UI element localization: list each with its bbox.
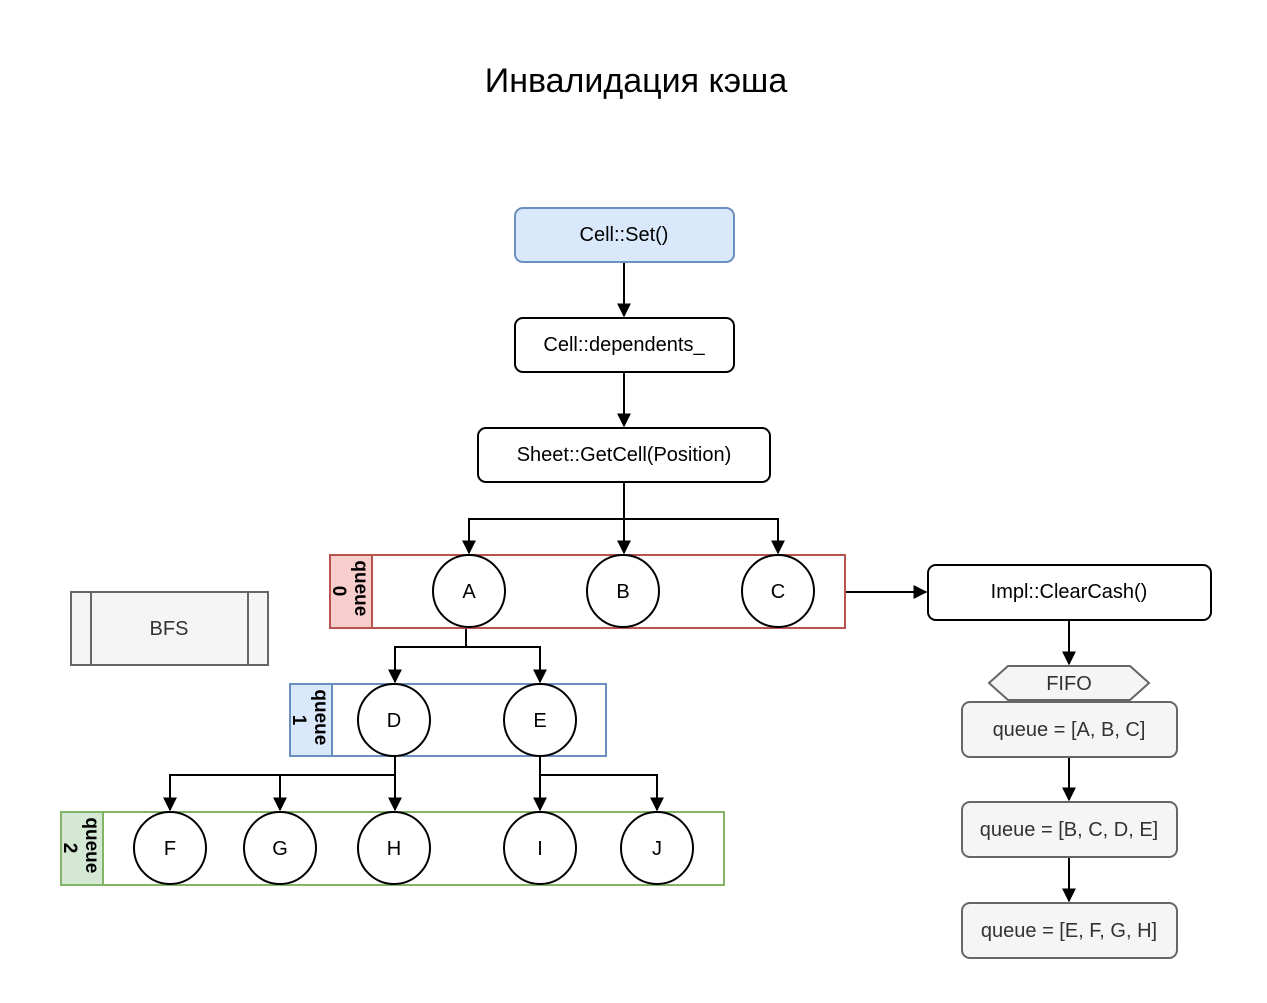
node-e-circle [503,683,577,757]
queue-state-2-box [961,801,1178,858]
queue-0-header [329,554,373,629]
node-e-label: E [533,710,546,732]
node-i-label: I [537,838,543,860]
node-cell-set-label: Cell::Set() [580,224,669,246]
node-d: D [357,683,431,757]
node-a-label: A [462,581,476,603]
fifo-label: FIFO [1046,673,1092,695]
node-c-label: C [771,581,785,603]
queue-0-label: queue [350,560,371,616]
node-h: H [357,811,431,885]
edge-getcell-to-a [462,518,624,555]
queue-2-header [60,811,104,886]
node-c-circle [741,554,815,628]
node-a: A [432,554,506,628]
edge-a-to-d [388,627,467,684]
node-clear-cash-box [927,564,1212,621]
node-c: C [741,554,815,628]
bfs-label: BFS [150,618,189,640]
edge-getcell-to-c [624,518,785,555]
fifo-tag: FIFO [987,665,1151,701]
queue-state-3: queue = [E, F, G, H] [961,902,1178,959]
node-f: F [133,811,207,885]
queue-state-1: queue = [A, B, C] [961,701,1178,758]
node-get-cell-label: Sheet::GetCell(Position) [517,444,732,466]
node-g: G [243,811,317,885]
node-clear-cash: Impl::ClearCash() [927,564,1212,621]
edges [163,262,1076,903]
queue-1-header [289,683,333,757]
node-g-circle [243,811,317,885]
node-j-label: J [652,838,662,860]
queue-1-index: 1 [288,715,309,726]
node-get-cell-box [477,427,771,483]
node-e: E [503,683,577,757]
node-h-circle [357,811,431,885]
queue-2-label: queue [81,817,102,873]
node-d-label: D [387,710,401,732]
node-j: J [620,811,694,885]
edge-a-to-e [466,646,547,684]
queue-0-title: queue 0 [328,560,371,621]
node-f-circle [133,811,207,885]
node-cell-set: Cell::Set() [514,207,735,263]
node-d-circle [357,683,431,757]
node-i-circle [503,811,577,885]
node-get-cell: Sheet::GetCell(Position) [477,427,771,483]
node-dependents: Cell::dependents_ [514,317,735,373]
bfs-box [70,591,269,666]
node-a-circle [432,554,506,628]
node-j-circle [620,811,694,885]
node-b-label: B [616,581,629,603]
fifo-hexagon [987,665,1151,701]
node-b-circle [586,554,660,628]
node-i: I [503,811,577,885]
queue-state-3-label: queue = [E, F, G, H] [981,920,1157,942]
node-g-label: G [272,838,288,860]
edge-e-to-j [540,774,664,812]
queue-state-2-label: queue = [B, C, D, E] [980,819,1158,841]
queue-0-index: 0 [328,586,349,597]
node-b: B [586,554,660,628]
queue-state-3-box [961,902,1178,959]
node-cell-set-box [514,207,735,263]
node-h-label: H [387,838,401,860]
queue-1-label: queue [310,689,331,745]
queue-1-title: queue 1 [288,689,331,750]
node-dependents-label: Cell::dependents_ [543,334,705,356]
queue-2-index: 2 [59,843,80,854]
edge-d-to-f [163,756,396,812]
diagram-title: Инвалидация кэша [485,62,788,100]
node-clear-cash-label: Impl::ClearCash() [991,581,1148,603]
node-f-label: F [164,838,176,860]
queue-state-2: queue = [B, C, D, E] [961,801,1178,858]
node-dependents-box [514,317,735,373]
queue-state-1-box [961,701,1178,758]
queue-2-title: queue 2 [59,817,102,878]
queue-state-1-label: queue = [A, B, C] [993,719,1146,741]
bfs-process: BFS [70,591,269,666]
